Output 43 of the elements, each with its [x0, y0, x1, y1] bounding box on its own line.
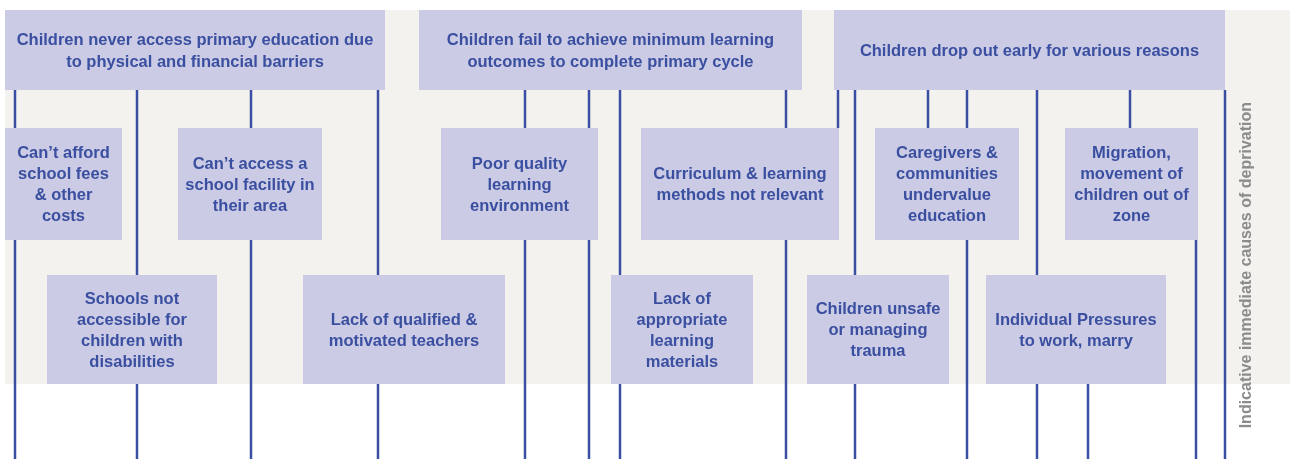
connector-line: [13, 240, 17, 459]
connector-line: [1035, 90, 1039, 275]
cause-box: Lack of appropriate learning materials: [611, 275, 753, 384]
connector-line: [13, 90, 17, 128]
connector-line: [135, 90, 139, 275]
cause-box: Lack of qualified & motivated teachers: [303, 275, 505, 384]
cause-box: Caregivers & communities undervalue education: [875, 128, 1019, 240]
connector-line: [1128, 90, 1132, 128]
connector-line: [853, 90, 857, 275]
side-label: Indicative immediate causes of deprivation: [1236, 102, 1255, 429]
connector-line: [618, 384, 622, 459]
deprivation-header: Children drop out early for various reasons: [834, 10, 1225, 90]
connector-line: [135, 384, 139, 459]
cause-box: Can’t access a school facility in their area: [178, 128, 322, 240]
connector-line: [1035, 384, 1039, 459]
connector-line: [249, 90, 253, 128]
connector-line: [965, 240, 969, 459]
connector-line: [965, 90, 969, 128]
cause-box: Can’t afford school fees & other costs: [5, 128, 122, 240]
deprivation-header: Children fail to achieve minimum learning outcomes to complete primary cycle: [419, 10, 802, 90]
connector-line: [618, 90, 622, 275]
connector-line: [926, 90, 930, 128]
connector-line: [836, 90, 840, 128]
connector-line: [1086, 384, 1090, 459]
connector-line: [523, 240, 527, 459]
connector-line: [1194, 240, 1198, 459]
connector-line: [784, 240, 788, 459]
connector-line: [249, 240, 253, 459]
cause-box: Migration, movement of children out of zone: [1065, 128, 1198, 240]
cause-box: Curriculum & learning methods not relevant: [641, 128, 839, 240]
connector-line: [376, 384, 380, 459]
connector-line: [587, 90, 591, 128]
deprivation-header: Children never access primary education due to physical and financial barriers: [5, 10, 385, 90]
connector-line: [523, 90, 527, 128]
connector-line: [784, 90, 788, 128]
connector-line: [587, 240, 591, 459]
connector-line: [1223, 90, 1227, 459]
cause-box: Individual Pressures to work, marry: [986, 275, 1166, 384]
cause-box: Poor quality learning environment: [441, 128, 598, 240]
cause-box: Children unsafe or managing trauma: [807, 275, 949, 384]
connector-line: [376, 90, 380, 275]
cause-box: Schools not accessible for children with disabilities: [47, 275, 217, 384]
connector-line: [853, 384, 857, 459]
